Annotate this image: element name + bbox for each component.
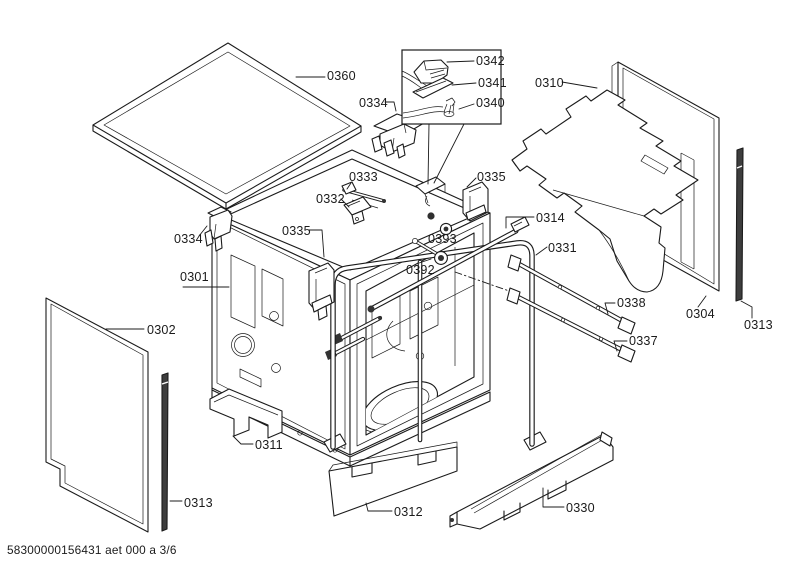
callout-0302: 0302 (147, 323, 176, 337)
callout-0333: 0333 (349, 170, 378, 184)
callout-0335-left: 0335 (282, 224, 311, 238)
slide-rails (454, 254, 636, 363)
callout-0314: 0314 (536, 211, 565, 225)
leader-0337 (613, 340, 628, 352)
base-rail (449, 431, 614, 530)
callout-0310: 0310 (535, 76, 564, 90)
leader-0311 (232, 435, 254, 445)
leader-0334-upper (384, 101, 397, 112)
grommet (427, 212, 453, 236)
frame-foot-right (523, 431, 547, 451)
callout-0360: 0360 (327, 69, 356, 83)
callout-0313-left: 0313 (184, 496, 213, 510)
callout-0337: 0337 (629, 334, 658, 348)
callout-0330: 0330 (566, 501, 595, 515)
worktop-panel (92, 42, 362, 210)
trim-strip-right (735, 147, 753, 319)
inset-reference-lines (427, 123, 465, 185)
footer-document-code: 58300000156431 aet 000 a 3/6 (7, 543, 177, 557)
callout-0340: 0340 (476, 96, 505, 110)
inset-latch-part (413, 59, 449, 84)
inset-clip-part (443, 97, 456, 117)
callout-0311: 0311 (255, 438, 283, 452)
leader-0341 (451, 82, 477, 86)
callout-0304: 0304 (686, 307, 715, 321)
door-panel (45, 297, 149, 533)
leader-0338 (604, 302, 616, 315)
alignment-centerline (454, 271, 513, 293)
leader-0340 (458, 103, 475, 110)
leader-0392 (418, 258, 432, 264)
leader-0314 (505, 216, 535, 229)
leader-0332 (340, 198, 350, 208)
callout-labels: 0360 0342 0341 0340 0334 0310 0333 0335 … (147, 54, 773, 519)
leader-0310 (561, 81, 598, 89)
leader-0312 (365, 502, 393, 512)
callout-0393: 0393 (428, 232, 457, 246)
latch-detail-target (415, 176, 446, 207)
leader-0334-left (198, 225, 208, 237)
bracket-left (308, 229, 335, 321)
leader-0304 (697, 295, 707, 308)
base-pad-left (209, 388, 283, 445)
callout-0312: 0312 (394, 505, 423, 519)
callout-0313-right: 0313 (744, 318, 773, 332)
detail-inset-box (401, 49, 502, 185)
leader-0330 (542, 487, 565, 508)
base-pad-front (328, 441, 458, 517)
bolt (412, 238, 448, 265)
leader-0333 (346, 182, 352, 190)
callout-0334-left: 0334 (174, 232, 203, 246)
callout-0301: 0301 (180, 270, 209, 284)
callout-0392: 0392 (406, 263, 435, 277)
bracket-right (462, 177, 489, 222)
leader-0342 (446, 60, 475, 63)
leader-0335-left (308, 229, 325, 258)
callout-0331: 0331 (548, 241, 577, 255)
top-rail (367, 216, 535, 313)
leader-0313-right (740, 300, 753, 319)
insulation-mat (511, 81, 699, 293)
leader-0335-right (466, 177, 477, 188)
bracket-small (340, 196, 372, 225)
callout-0335-right: 0335 (477, 170, 506, 184)
leader-0331 (535, 246, 548, 256)
callout-0334-upper: 0334 (359, 96, 388, 110)
inset-carrier-part (412, 77, 454, 99)
lock-left (198, 206, 233, 252)
callout-0341: 0341 (478, 76, 507, 90)
callout-0332: 0332 (316, 192, 345, 206)
callout-0342: 0342 (476, 54, 505, 68)
trim-strip-left (161, 372, 183, 532)
callout-0338: 0338 (617, 296, 646, 310)
